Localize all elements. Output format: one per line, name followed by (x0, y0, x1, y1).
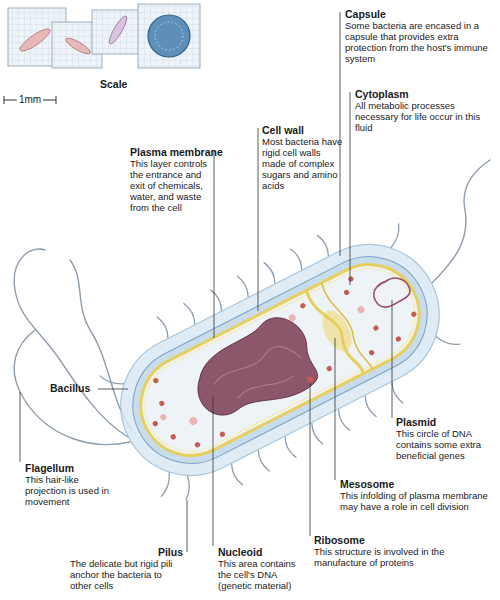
bacterium (86, 199, 474, 521)
part-description: This area contains the cell's DNA (genet… (218, 558, 310, 591)
ribosome (347, 275, 354, 282)
pilus (211, 289, 225, 312)
pilus (177, 475, 197, 499)
part-description: This infolding of plasma membrane may ha… (340, 490, 490, 512)
inset-rod (64, 36, 92, 57)
ribosome (152, 377, 159, 384)
ribosome (410, 311, 417, 318)
ribosome (343, 289, 350, 296)
ribosome (170, 433, 177, 440)
organism-label: Bacillus (50, 382, 110, 394)
pilus (237, 275, 251, 298)
scale-bar-tick (4, 96, 5, 104)
leader-line (187, 500, 188, 552)
ribosome (306, 375, 314, 383)
mesosome (320, 280, 372, 373)
pilus (309, 422, 323, 445)
pilus (291, 248, 305, 271)
leader-line (214, 150, 215, 338)
pilus (184, 302, 198, 325)
part-name: Plasma membrane (130, 146, 250, 158)
pilus (282, 436, 296, 459)
inset-frame (92, 10, 144, 54)
part-description: The delicate but rigid pili anchor the b… (70, 558, 185, 591)
ribosome (299, 302, 306, 309)
flagellum (432, 160, 490, 283)
ribosome (372, 324, 379, 331)
leader-line (340, 12, 341, 256)
nucleoid (182, 308, 327, 434)
nucleoid-dna (211, 338, 307, 410)
pilus (153, 472, 177, 496)
part-description: This structure is involved in the manufa… (314, 546, 499, 568)
part-name: Cytoplasm (355, 88, 495, 100)
scale-value: 1mm (17, 94, 43, 106)
pilus (436, 328, 460, 352)
pilus (256, 450, 270, 473)
inset-frame (138, 4, 200, 68)
part-name: Plasmid (396, 416, 496, 428)
pilus (318, 234, 332, 257)
ribosomes (134, 257, 427, 462)
pilus (383, 224, 407, 248)
part-name: Mesosome (340, 478, 490, 490)
granule (188, 416, 199, 427)
pilus (363, 395, 377, 418)
leader-line (310, 383, 311, 536)
leader-line (258, 128, 259, 311)
scale-label: Scale (100, 78, 160, 90)
scale-inset (8, 4, 200, 68)
ribosome (368, 349, 375, 356)
inset-coccus (148, 15, 190, 57)
granule (159, 413, 167, 421)
part-name: Flagellum (25, 462, 125, 474)
ribosome (395, 335, 402, 342)
part-name: Capsule (345, 8, 495, 20)
leader-line (213, 396, 214, 546)
part-description: This hair-like projection is used in mov… (25, 474, 120, 507)
scale-bar-tick (56, 96, 57, 104)
pilus (157, 316, 171, 339)
part-description: All metabolic processes necessary for li… (355, 100, 490, 133)
part-name: Nucleoid (218, 546, 308, 558)
ribosome (326, 365, 333, 372)
ribosome (158, 400, 165, 407)
leader-line (335, 338, 336, 480)
plasmid (370, 273, 413, 311)
plasma-membrane-inner (129, 253, 431, 468)
inset-rod (107, 14, 130, 46)
leader-line (20, 392, 21, 462)
part-description: Some bacteria are encased in a capsule t… (345, 20, 495, 64)
pilus (264, 261, 278, 284)
part-description: Most bacteria have rigid cell walls made… (262, 136, 344, 191)
granule (287, 313, 296, 322)
inset-rod (17, 26, 52, 55)
part-description: This circle of DNA contains some extra b… (396, 428, 496, 461)
pilus (389, 382, 403, 405)
part-name: Pilus (133, 546, 183, 558)
part-name: Ribosome (314, 534, 494, 546)
inset-coccus-detail (155, 22, 183, 50)
pilus (229, 463, 243, 486)
plasma-membrane (124, 247, 437, 472)
leader-line (392, 300, 393, 418)
ribosome (219, 431, 226, 438)
cytoplasm-granules (145, 284, 376, 438)
leader-line (350, 92, 351, 285)
pili (88, 200, 472, 520)
ribosome (194, 441, 201, 448)
leader-lines (20, 12, 392, 552)
granule (356, 305, 365, 314)
leader-line (98, 389, 128, 390)
part-name: Cell wall (262, 124, 362, 136)
part-description: This layer controls the entrance and exi… (130, 158, 210, 213)
pilus (100, 368, 124, 392)
ribosome (152, 420, 159, 427)
pilus (336, 409, 350, 432)
